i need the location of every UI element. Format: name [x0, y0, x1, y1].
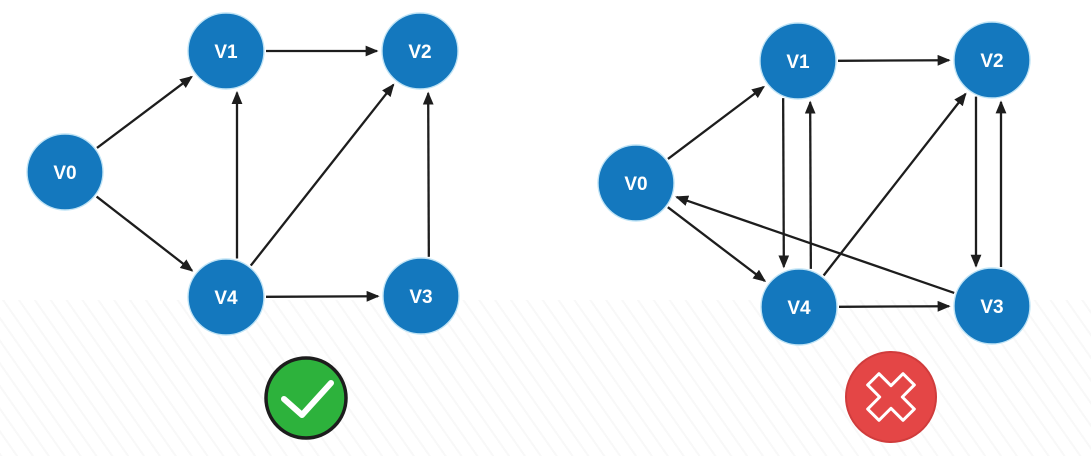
- node-circle: [759, 22, 837, 100]
- node-label: V0: [53, 163, 76, 184]
- node-circle: [187, 258, 265, 336]
- check-mark: [281, 380, 334, 418]
- edge-v3-v2: [422, 91, 434, 257]
- node-circle: [26, 133, 104, 211]
- node-circle: [760, 268, 838, 346]
- node-v2: V2: [953, 21, 1031, 99]
- node-v1: V1: [759, 22, 837, 100]
- node-label: V2: [408, 42, 431, 63]
- node-label: V0: [624, 174, 647, 195]
- edge-v1-v2: [837, 54, 951, 66]
- node-v3: V3: [953, 267, 1031, 345]
- edge-v0-v4: [95, 195, 194, 272]
- node-v2: V2: [381, 12, 459, 90]
- node-label: V1: [786, 52, 810, 73]
- node-v4: V4: [187, 258, 265, 336]
- node-circle: [381, 12, 459, 90]
- node-label: V3: [409, 287, 432, 308]
- edge-v1-v4: [778, 98, 790, 269]
- node-v1: V1: [187, 12, 265, 90]
- node-v0: V0: [26, 133, 104, 211]
- edge-v4-v3: [838, 300, 951, 312]
- node-label: V2: [980, 51, 1003, 72]
- node-circle: [953, 21, 1031, 99]
- edge-v0-v1: [96, 75, 193, 149]
- edge-v0-v4: [667, 206, 767, 282]
- check-circle-bg: [264, 356, 348, 440]
- node-label: V4: [787, 298, 811, 319]
- node-label: V4: [214, 288, 238, 309]
- edge-v0-v1: [667, 85, 765, 160]
- edge-v4-v3: [265, 290, 380, 302]
- node-label: V1: [214, 42, 238, 63]
- node-v0: V0: [597, 144, 675, 222]
- cross-circle-icon: [845, 351, 937, 443]
- node-circle: [382, 257, 460, 335]
- edge-v3-v0: [675, 195, 955, 295]
- edge-v4-v2: [822, 92, 967, 277]
- node-circle: [953, 267, 1031, 345]
- edge-v4-v1: [804, 100, 816, 269]
- node-circle: [597, 144, 675, 222]
- edge-v4-v2: [249, 83, 395, 267]
- node-v4: V4: [760, 268, 838, 346]
- node-circle: [187, 12, 265, 90]
- check-circle-icon: [264, 356, 348, 440]
- cross-mark: [866, 372, 916, 422]
- node-v3: V3: [382, 257, 460, 335]
- node-label: V3: [980, 297, 1003, 318]
